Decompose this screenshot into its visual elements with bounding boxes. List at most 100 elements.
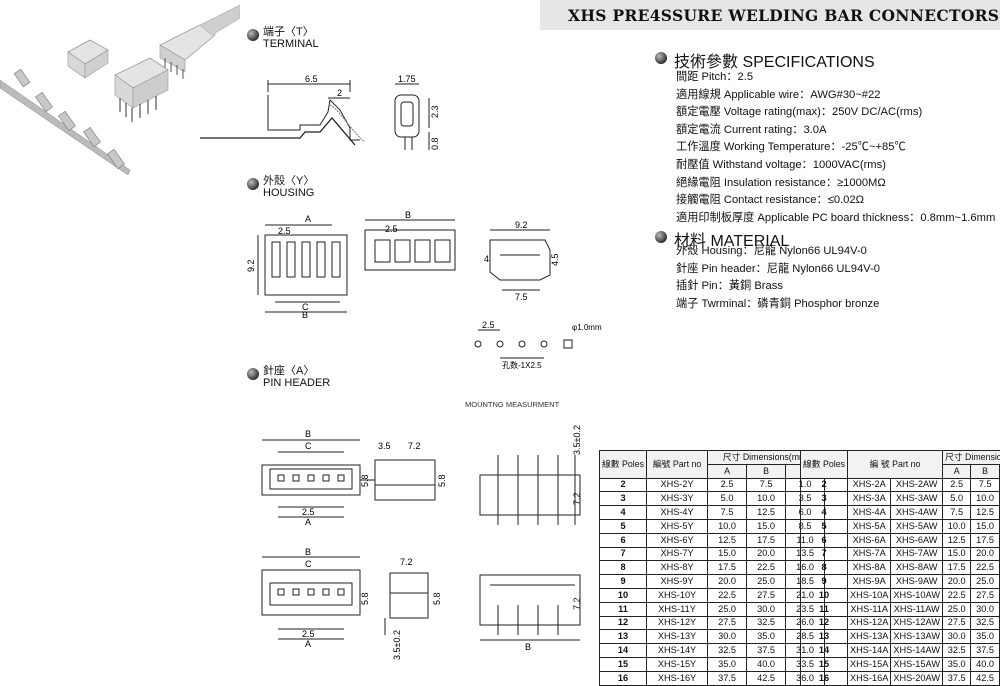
table-cell: 7 <box>801 547 848 561</box>
table-cell: 5 <box>600 519 647 533</box>
section-bullet-icon <box>247 178 259 190</box>
ph1-dim-c: C <box>305 441 312 451</box>
table-cell: 16 <box>801 671 848 685</box>
housing-side-dim-4.5: 4.5 <box>550 253 560 266</box>
table-cell: 37.5 <box>708 671 747 685</box>
hole-diameter: φ1.0mm <box>572 323 602 332</box>
material-line: 插針 Pin：黃銅 Brass <box>676 280 880 293</box>
dim-6.5: 6.5 <box>305 74 318 84</box>
table-cell: XHS-13Y <box>647 630 708 644</box>
table-cell: XHS-10AW <box>891 588 943 602</box>
ph2-side-dim-5.8: 5.8 <box>432 592 442 605</box>
table-cell: 15.0 <box>747 519 786 533</box>
table-cell: 27.5 <box>971 588 999 602</box>
ph2-dim-a: A <box>305 639 311 649</box>
table-cell: 35.0 <box>747 630 786 644</box>
table-cell: XHS-5Y <box>647 519 708 533</box>
table-cell: 20.0 <box>708 575 747 589</box>
table-cell: 15.0 <box>943 547 971 561</box>
table-cell: 7.5 <box>943 506 971 520</box>
ph2-front-dim-7.2: 7.2 <box>572 597 582 610</box>
table-cell: 7.5 <box>747 478 786 492</box>
table-cell: 22.5 <box>943 588 971 602</box>
table-cell: 25.0 <box>747 575 786 589</box>
spec-line: 適用線規 Applicable wire：AWG#30~#22 <box>676 89 995 102</box>
table-cell: 37.5 <box>747 644 786 658</box>
table-cell: XHS-13AW <box>891 630 943 644</box>
housing-table-wrap: 線數 Poles 編號 Part no 尺寸 Dimensions(mm) A … <box>599 450 825 686</box>
table-cell: XHS-7AW <box>891 547 943 561</box>
table-cell: 7 <box>600 547 647 561</box>
table-cell: 32.5 <box>943 644 971 658</box>
table-cell: XHS-8Y <box>647 561 708 575</box>
table-cell: XHS-2A <box>848 478 891 492</box>
material-line: 端子 Twrminal：磷青銅 Phosphor bronze <box>676 298 880 311</box>
table-cell: 37.5 <box>943 671 971 685</box>
ph1-dim-7.2: 7.2 <box>408 441 421 451</box>
spec-line: 適用印制板厚度 Applicable PC board thickness：0.… <box>676 212 995 225</box>
table-cell: 30.0 <box>708 630 747 644</box>
ph1-dim-3.5: 3.5 <box>378 441 391 451</box>
dim-0.8: 0.8 <box>430 137 440 150</box>
ph2-dim-3.5pm: 3.5±0.2 <box>392 630 402 660</box>
table-cell: XHS-9Y <box>647 575 708 589</box>
table-cell: 12.5 <box>747 506 786 520</box>
table-cell: 40.0 <box>971 657 999 671</box>
table-cell: XHS-2Y <box>647 478 708 492</box>
table-cell: 32.5 <box>971 616 999 630</box>
table-cell: 6 <box>801 533 848 547</box>
table-cell: XHS-6AW <box>891 533 943 547</box>
table-cell: XHS-11A <box>848 602 891 616</box>
table-cell: 5.0 <box>943 492 971 506</box>
table-cell: 22.5 <box>971 561 999 575</box>
terminal-label-zh: 端子〈T〉 <box>263 26 314 38</box>
ph1-side-dim-5.8: 5.8 <box>437 474 447 487</box>
table-cell: 2 <box>600 478 647 492</box>
table-cell: XHS-11Y <box>647 602 708 616</box>
table-cell: XHS-4A <box>848 506 891 520</box>
pinheader-label-en: PIN HEADER <box>263 377 330 389</box>
section-bullet-icon <box>247 29 259 41</box>
mounting-label: MOUNTNG MEASURMENT <box>465 400 559 409</box>
col-b: B <box>747 464 786 478</box>
table-cell: 20.0 <box>971 547 999 561</box>
table-cell: XHS-10A <box>848 588 891 602</box>
table-cell: 25.0 <box>971 575 999 589</box>
table-cell: 40.0 <box>747 657 786 671</box>
table-cell: 27.5 <box>708 616 747 630</box>
table-cell: 22.5 <box>708 588 747 602</box>
section-bullet-icon <box>247 368 259 380</box>
terminal-drawing: 6.5 2 1.75 2.3 0.8 <box>200 70 450 170</box>
table-cell: XHS-6Y <box>647 533 708 547</box>
spec-line: 間距 Pitch：2.5 <box>676 71 995 84</box>
table-cell: 12.5 <box>943 533 971 547</box>
table-cell: XHS-11AW <box>891 602 943 616</box>
table-cell: XHS-7Y <box>647 547 708 561</box>
table-cell: 3 <box>801 492 848 506</box>
table-cell: 35.0 <box>943 657 971 671</box>
housing-dim-a: A <box>305 214 311 224</box>
col-part: 編 號 Part no <box>848 451 943 479</box>
ph1-front-dim-3.5pm: 3.5±0.2 <box>572 425 582 455</box>
table-cell: 17.5 <box>943 561 971 575</box>
table-cell: XHS-9A <box>848 575 891 589</box>
table-cell: XHS-15AW <box>891 657 943 671</box>
table-cell: XHS-15A <box>848 657 891 671</box>
table-cell: 14 <box>600 644 647 658</box>
ph2-dim-pitch: 2.5 <box>302 629 315 639</box>
table-cell: XHS-14A <box>848 644 891 658</box>
table-cell: XHS-3A <box>848 492 891 506</box>
